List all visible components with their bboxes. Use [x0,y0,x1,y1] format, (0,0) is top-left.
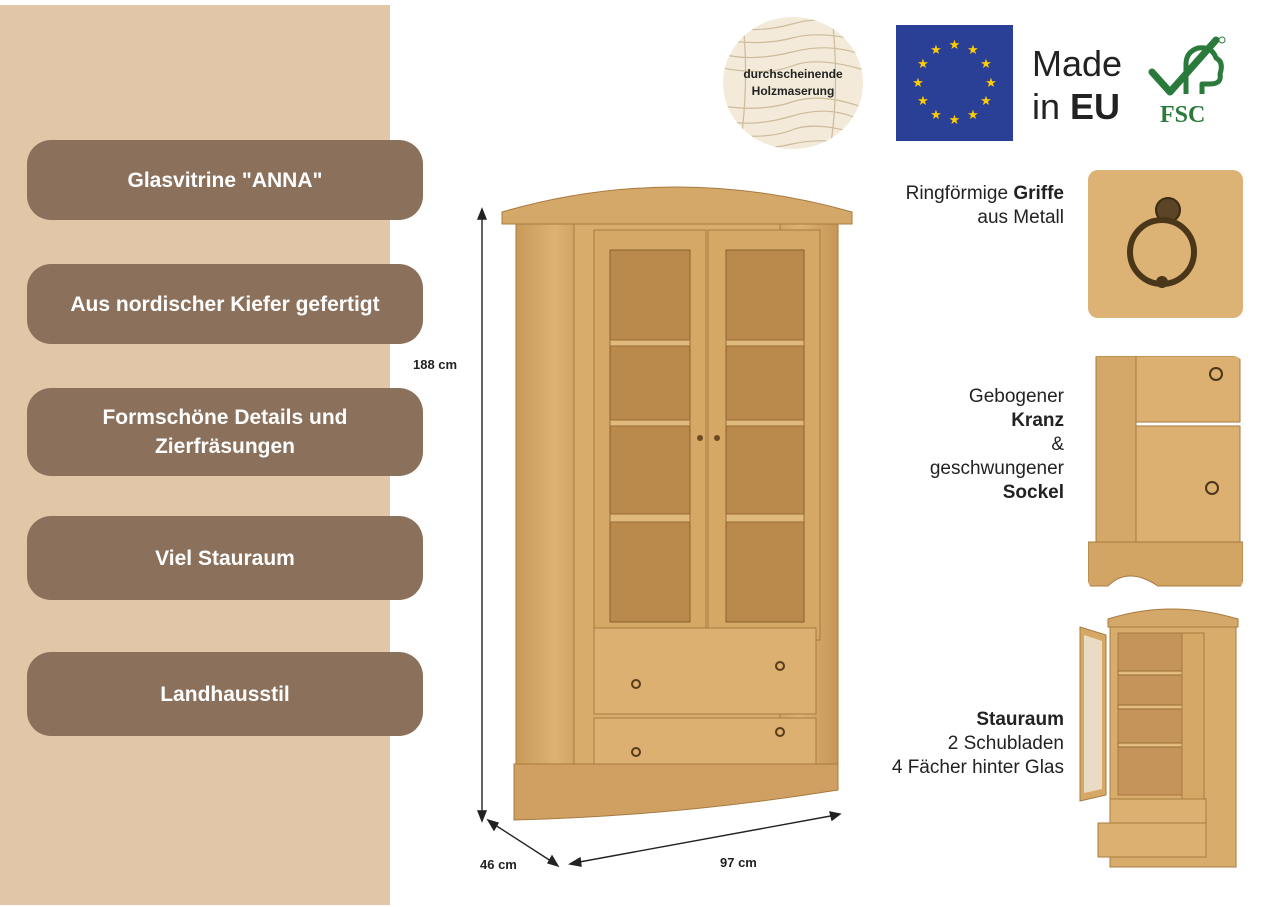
fsc-logo: FSC [1146,34,1228,130]
svg-text:★: ★ [967,108,979,123]
crown-text1: Gebogener [968,386,1064,407]
svg-text:★: ★ [980,94,992,109]
made-in-text: in [1032,86,1071,127]
dimension-arrows [476,207,842,868]
svg-text:★: ★ [917,57,929,72]
made-in-eu-label: Made in EU [1032,42,1122,128]
storage-text1: 2 Schubladen [947,733,1064,754]
svg-text:★: ★ [949,113,961,128]
fsc-tree-icon [1148,36,1226,96]
handles-text2: aus Metall [977,207,1064,228]
crown-description: Gebogener Kranz & geschwungener Sockel [930,385,1064,505]
open-cabinet-image [1079,608,1239,868]
crown-bold1: Kranz [1011,410,1064,431]
made-line2: in EU [1032,85,1122,128]
ring-handle-icon [1127,197,1197,288]
feature-pill-storage: Viel Stauraum [27,516,423,600]
handles-bold: Griffe [1013,183,1064,204]
feature-pill-style: Landhausstil [27,652,423,736]
wood-grain-badge: durchscheinende Holzmaserung [722,16,864,150]
storage-text2: 4 Fächer hinter Glas [891,757,1064,778]
cabinet-base-detail [1088,356,1243,587]
handle-thumbnail [1088,170,1243,318]
crown-amp: & [1051,434,1064,455]
cabinet-image [501,186,853,821]
crown-text2: geschwungener [929,458,1064,479]
svg-text:★: ★ [985,76,997,91]
svg-text:★: ★ [930,43,942,58]
crown-bold2: Sockel [1002,482,1064,503]
feature-pill-label: Aus nordischer Kiefer gefertigt [70,292,380,316]
feature-pill-label: Landhausstil [160,682,290,706]
wood-badge-line1: durchscheinende [743,67,843,81]
svg-text:★: ★ [917,94,929,109]
open-cabinet-thumbnail [1078,605,1243,871]
svg-text:★: ★ [967,43,979,58]
wood-badge-line2: Holzmaserung [751,84,835,98]
feature-pill-label: Formschöne Details und Zierfräsungen [102,406,348,458]
svg-text:★: ★ [930,108,942,123]
eu-flag-icon: ★★★ ★★★ ★★★ ★★★ [896,25,1013,141]
feature-pill-material: Aus nordischer Kiefer gefertigt [27,264,423,344]
handles-description: Ringförmige Griffe aus Metall [906,182,1064,230]
svg-text:★: ★ [912,76,924,91]
feature-pill-name: Glasvitrine "ANNA" [27,140,423,220]
svg-text:★: ★ [980,57,992,72]
eu-text: EU [1070,86,1121,127]
svg-text:★: ★ [949,38,961,53]
storage-bold: Stauraum [976,709,1064,730]
handles-text1: Ringförmige [905,183,1014,204]
made-line1: Made [1032,43,1123,84]
height-label: 188 cm [413,357,458,372]
feature-pill-details: Formschöne Details und Zierfräsungen [27,388,423,476]
base-thumbnail [1088,356,1243,590]
storage-description: Stauraum 2 Schubladen 4 Fächer hinter Gl… [892,708,1064,780]
feature-pill-label: Glasvitrine "ANNA" [127,168,323,192]
fsc-text: FSC [1160,102,1206,128]
depth-label: 46 cm [480,857,517,872]
width-label: 97 cm [720,855,757,870]
feature-pill-label: Viel Stauraum [155,546,295,570]
